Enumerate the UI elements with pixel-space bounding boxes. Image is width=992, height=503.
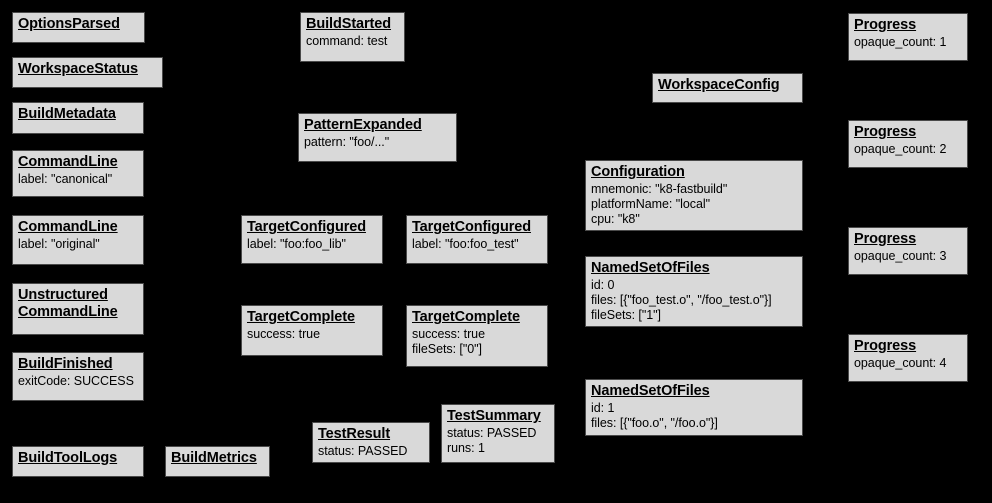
- node-field: status: PASSED: [318, 444, 408, 459]
- node-field: id: 0: [591, 278, 615, 293]
- node-title: TargetConfigured: [412, 219, 531, 235]
- node-fields: opaque_count: 3: [854, 249, 962, 264]
- node-field: runs: 1: [447, 440, 485, 455]
- node-build-metrics[interactable]: BuildMetrics: [165, 446, 270, 477]
- node-fields: label: "foo:foo_lib": [247, 237, 377, 252]
- node-title: TargetConfigured: [247, 219, 366, 235]
- node-title: CommandLine: [18, 154, 118, 170]
- node-title: Configuration: [591, 164, 685, 180]
- node-field: mnemonic: "k8-fastbuild": [591, 182, 728, 197]
- node-field: opaque_count: 1: [854, 35, 947, 50]
- node-build-metadata[interactable]: BuildMetadata: [12, 102, 144, 134]
- node-field: opaque_count: 4: [854, 356, 947, 371]
- node-fields: pattern: "foo/...": [304, 135, 451, 150]
- node-field: files: [{"foo_test.o", "/foo_test.o"}]: [591, 292, 772, 307]
- node-field: fileSets: ["0"]: [412, 341, 482, 356]
- node-title: Progress: [854, 17, 917, 33]
- node-field: exitCode: SUCCESS: [18, 374, 134, 389]
- node-fields: command: test: [306, 34, 399, 49]
- node-fields: label: "canonical": [18, 172, 138, 187]
- node-fields: opaque_count: 2: [854, 142, 962, 157]
- node-field: command: test: [306, 34, 388, 49]
- node-field: success: true: [412, 327, 485, 342]
- node-title: BuildFinished: [18, 356, 113, 372]
- node-title: Progress: [854, 124, 917, 140]
- node-target-complete-foo-lib[interactable]: TargetComplete success: true: [241, 305, 383, 356]
- node-fields: exitCode: SUCCESS: [18, 374, 138, 389]
- node-build-tool-logs[interactable]: BuildToolLogs: [12, 446, 144, 477]
- node-field: label: "canonical": [18, 172, 113, 187]
- node-field: opaque_count: 3: [854, 249, 947, 264]
- node-field: cpu: "k8": [591, 211, 640, 226]
- node-title: TestSummary: [447, 408, 541, 424]
- node-title: Progress: [854, 231, 917, 247]
- node-pattern-expanded[interactable]: PatternExpanded pattern: "foo/...": [298, 113, 457, 162]
- node-field: platformName: "local": [591, 196, 710, 211]
- node-configuration[interactable]: Configuration mnemonic: "k8-fastbuild"pla…: [585, 160, 803, 231]
- node-title: TargetComplete: [247, 309, 355, 325]
- node-field: fileSets: ["1"]: [591, 307, 661, 322]
- node-fields: mnemonic: "k8-fastbuild"platformName: "l…: [591, 182, 797, 226]
- node-title: NamedSetOfFiles: [591, 260, 710, 276]
- node-progress-3[interactable]: Progress opaque_count: 3: [848, 227, 968, 275]
- node-target-configured-foo-test[interactable]: TargetConfigured label: "foo:foo_test": [406, 215, 548, 264]
- node-title: BuildStarted: [306, 16, 392, 32]
- node-title: Unstructured CommandLine: [18, 287, 118, 320]
- node-fields: label: "foo:foo_test": [412, 237, 542, 252]
- node-target-configured-foo-lib[interactable]: TargetConfigured label: "foo:foo_lib": [241, 215, 383, 264]
- node-fields: label: "original": [18, 237, 138, 252]
- node-field: label: "foo:foo_lib": [247, 237, 346, 252]
- node-field: label: "original": [18, 237, 100, 252]
- node-title: TargetComplete: [412, 309, 520, 325]
- node-progress-1[interactable]: Progress opaque_count: 1: [848, 13, 968, 61]
- node-title: BuildToolLogs: [18, 450, 118, 466]
- node-field: pattern: "foo/...": [304, 135, 390, 150]
- node-workspace-status[interactable]: WorkspaceStatus: [12, 57, 163, 88]
- node-field: success: true: [247, 327, 320, 342]
- node-workspace-config[interactable]: WorkspaceConfig: [652, 73, 803, 103]
- node-field: status: PASSED: [447, 426, 537, 441]
- node-field: opaque_count: 2: [854, 142, 947, 157]
- node-progress-2[interactable]: Progress opaque_count: 2: [848, 120, 968, 168]
- node-unstructured-command-line[interactable]: Unstructured CommandLine: [12, 283, 144, 335]
- node-fields: status: PASSED: [318, 444, 424, 459]
- node-fields: opaque_count: 1: [854, 35, 962, 50]
- node-command-line-canonical[interactable]: CommandLine label: "canonical": [12, 150, 144, 197]
- node-title: WorkspaceConfig: [658, 77, 780, 93]
- node-title: BuildMetrics: [171, 450, 257, 466]
- node-title: TestResult: [318, 426, 391, 442]
- node-build-finished[interactable]: BuildFinished exitCode: SUCCESS: [12, 352, 144, 401]
- node-title: Progress: [854, 338, 917, 354]
- node-title: CommandLine: [18, 219, 118, 235]
- node-title: PatternExpanded: [304, 117, 422, 133]
- node-title: OptionsParsed: [18, 16, 120, 32]
- node-field: label: "foo:foo_test": [412, 237, 519, 252]
- node-options-parsed[interactable]: OptionsParsed: [12, 12, 145, 43]
- node-title: NamedSetOfFiles: [591, 383, 710, 399]
- node-title: BuildMetadata: [18, 106, 116, 122]
- node-title: WorkspaceStatus: [18, 61, 138, 77]
- node-command-line-original[interactable]: CommandLine label: "original": [12, 215, 144, 265]
- node-fields: opaque_count: 4: [854, 356, 962, 371]
- node-build-started[interactable]: BuildStarted command: test: [300, 12, 405, 62]
- node-field: files: [{"foo.o", "/foo.o"}]: [591, 415, 718, 430]
- node-fields: success: true: [247, 327, 377, 342]
- node-test-result[interactable]: TestResult status: PASSED: [312, 422, 430, 463]
- node-progress-4[interactable]: Progress opaque_count: 4: [848, 334, 968, 382]
- node-field: id: 1: [591, 401, 615, 416]
